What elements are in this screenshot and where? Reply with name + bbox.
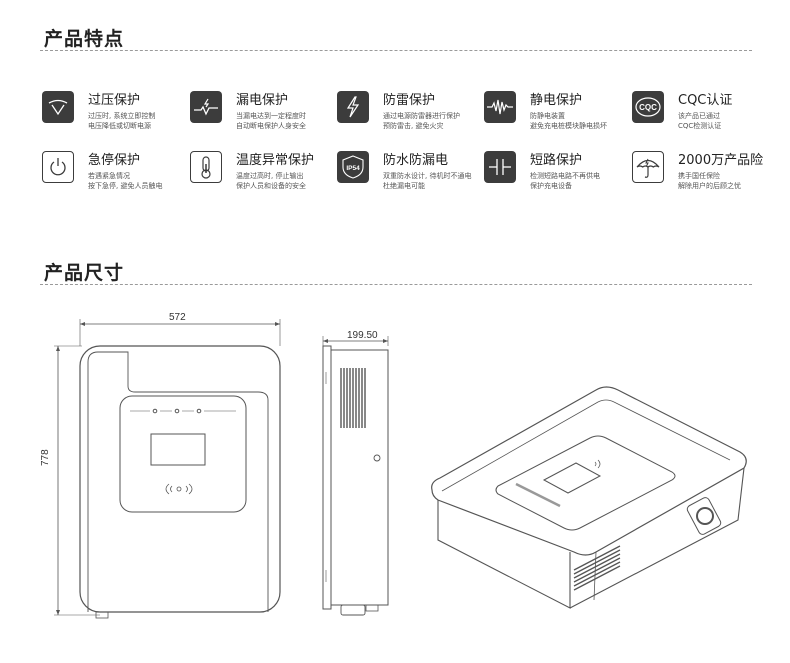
feature-title: 过压保护 xyxy=(88,93,141,108)
leakage-pulse-icon xyxy=(190,91,222,123)
feature-temperature: 温度异常保护 温度过高时, 停止输出保护人员和设备的安全 xyxy=(190,151,340,197)
feature-waterproof: IP54 防水防漏电 双重防水设计, 待机时不通电杜绝漏电可能 xyxy=(337,151,487,197)
size-divider xyxy=(40,284,752,285)
feature-title: 温度异常保护 xyxy=(236,153,315,168)
features-divider xyxy=(40,50,752,51)
feature-desc: 携手国任保险解除用户的后顾之忧 xyxy=(678,172,741,190)
feature-title: CQC认证 xyxy=(678,93,733,108)
feature-desc: 当漏电达到一定程度时自动断电保护人身安全 xyxy=(236,112,306,130)
thermometer-icon xyxy=(190,151,222,183)
feature-title: 防雷保护 xyxy=(383,93,436,108)
size-section-title: 产品尺寸 xyxy=(44,262,125,284)
waveform-icon xyxy=(484,91,516,123)
feature-lightning: 防雷保护 通过电源防雷器进行保护预防雷击, 避免火灾 xyxy=(337,91,487,137)
feature-emergency-stop: 急停保护 若遇紧急情况按下急停, 避免人员触电 xyxy=(42,151,192,197)
feature-title: 2000万产品险 xyxy=(678,153,764,168)
lightning-icon xyxy=(337,91,369,123)
feature-desc: 检测短路电路不再供电保护充电设备 xyxy=(530,172,600,190)
feature-title: 漏电保护 xyxy=(236,93,289,108)
ip54-shield-icon: IP54 xyxy=(337,151,369,183)
front-view-drawing xyxy=(54,319,281,619)
feature-title: 急停保护 xyxy=(88,153,141,168)
feature-static: 静电保护 防静电装置避免充电桩模块静电损坏 xyxy=(484,91,634,137)
feature-desc: 温度过高时, 停止输出保护人员和设备的安全 xyxy=(236,172,306,190)
isometric-view-drawing xyxy=(431,386,747,609)
side-vent-grille xyxy=(340,368,366,428)
feature-desc: 过压时, 系统立即控制电压降低或切断电源 xyxy=(88,112,156,130)
feature-desc: 若遇紧急情况按下急停, 避免人员触电 xyxy=(88,172,163,190)
umbrella-icon xyxy=(632,151,664,183)
feature-short-circuit: 短路保护 检测短路电路不再供电保护充电设备 xyxy=(484,151,634,197)
feature-desc: 双重防水设计, 待机时不通电杜绝漏电可能 xyxy=(383,172,472,190)
side-view-drawing xyxy=(322,336,389,616)
feature-desc: 通过电源防雷器进行保护预防雷击, 避免火灾 xyxy=(383,112,460,130)
feature-title: 静电保护 xyxy=(530,93,583,108)
voltage-gauge-icon xyxy=(42,91,74,123)
feature-overvoltage: 过压保护 过压时, 系统立即控制电压降低或切断电源 xyxy=(42,91,192,137)
feature-insurance: 2000万产品险 携手国任保险解除用户的后顾之忧 xyxy=(632,151,782,197)
cqc-logo-text: CQC xyxy=(639,103,657,112)
feature-desc: 防静电装置避免充电桩模块静电损坏 xyxy=(530,112,607,130)
feature-title: 短路保护 xyxy=(530,153,583,168)
depth-dimension-label: 199.50 xyxy=(347,330,378,341)
width-dimension-label: 572 xyxy=(169,312,186,323)
power-icon xyxy=(42,151,74,183)
feature-title: 防水防漏电 xyxy=(383,153,449,168)
ip54-label: IP54 xyxy=(346,165,360,172)
capacitor-icon xyxy=(484,151,516,183)
features-section-title: 产品特点 xyxy=(44,28,125,50)
feature-leakage: 漏电保护 当漏电达到一定程度时自动断电保护人身安全 xyxy=(190,91,340,137)
cqc-logo-icon: CQC xyxy=(632,91,664,123)
iso-vent-grille xyxy=(573,545,621,591)
